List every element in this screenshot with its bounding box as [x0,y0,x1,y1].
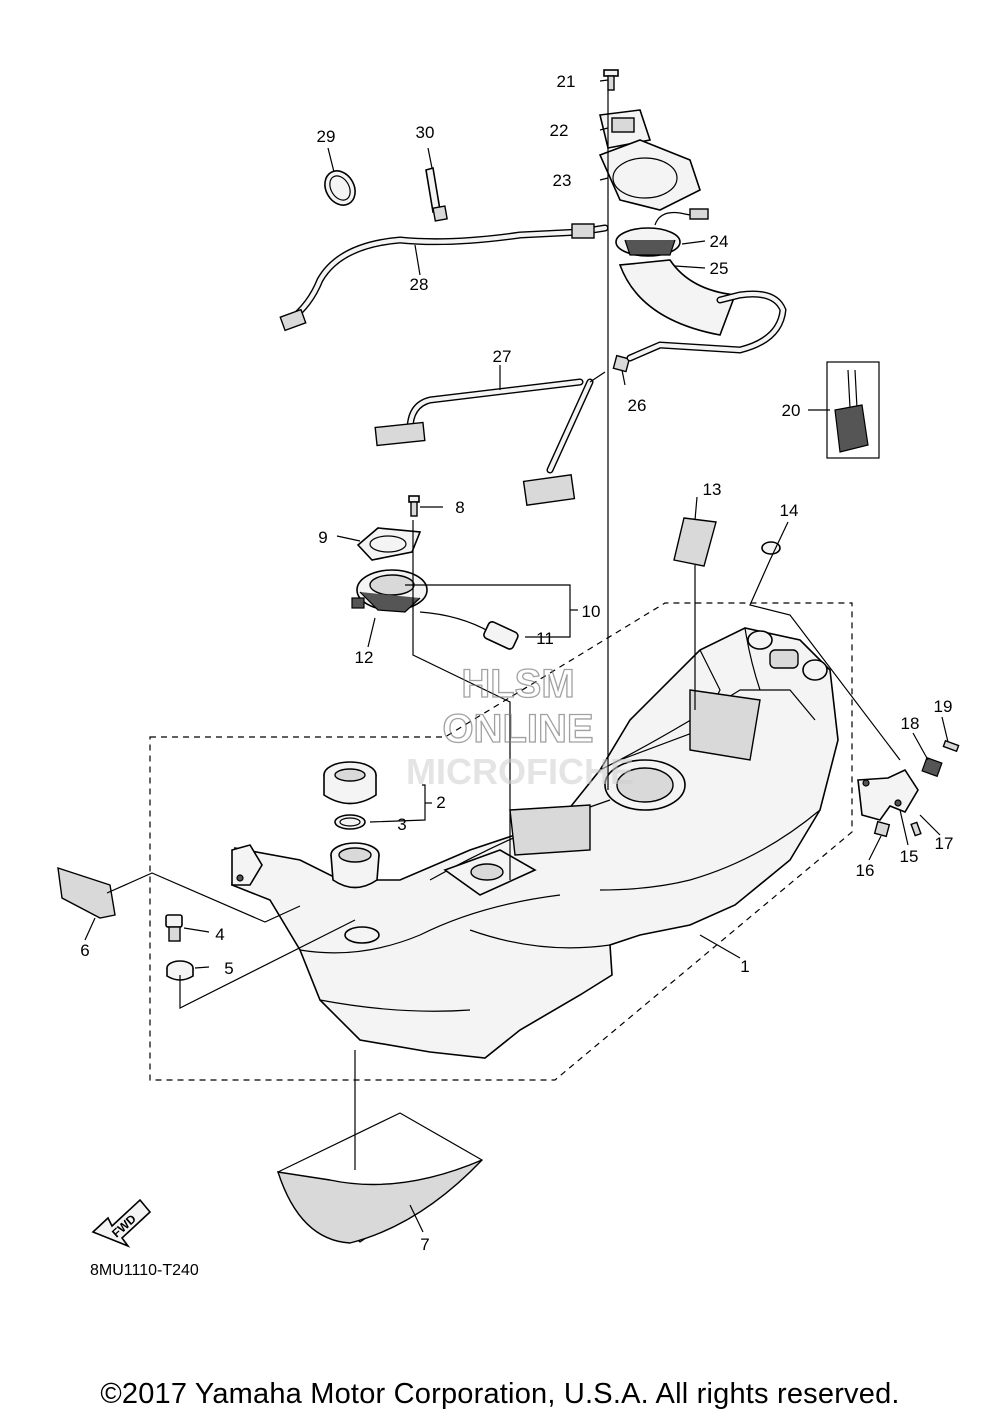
callout-14: 14 [780,501,799,520]
svg-text:HLSM: HLSM [461,662,574,706]
callout-28: 28 [410,275,429,294]
callout-10: 10 [582,602,601,621]
tank-bracket [857,739,960,838]
callout-6: 6 [80,941,89,960]
callout-5: 5 [224,959,233,978]
watermark: HLSM ONLINE MICROFICHE [406,661,634,792]
callout-3: 3 [397,815,406,834]
callout-30: 30 [416,123,435,142]
copyright-notice: ©2017 Yamaha Motor Corporation, U.S.A. A… [100,1378,900,1410]
fuel-pump-relay-box [826,361,880,459]
callout-7: 7 [420,1235,429,1254]
fwd-arrow-badge: FWD [91,1198,152,1248]
fuel-tank-body [231,627,839,1059]
leader-lines [84,79,949,1233]
cap-gasket [334,814,366,830]
callout-23: 23 [553,171,572,190]
bolt-8 [408,495,420,517]
fuel-tank-sensor [673,517,717,567]
callout-20: 20 [782,401,801,420]
callout-12: 12 [355,648,374,667]
hose-clamp-26 [612,354,631,373]
breather-hose-assembly [374,290,787,507]
band-clip [324,170,356,206]
callout-21: 21 [557,72,576,91]
pump-bolt [603,69,619,91]
callout-24: 24 [710,232,729,251]
callout-16: 16 [856,861,875,880]
svg-text:MICROFICHE: MICROFICHE [406,751,634,792]
callout-17: 17 [935,834,954,853]
breather-cap [761,541,781,555]
callout-8: 8 [455,498,464,517]
fuel-pump-assembly [615,208,737,336]
drain-bolt [165,914,183,942]
pump-gasket [598,139,701,211]
callout-26: 26 [628,396,647,415]
callout-4: 4 [215,925,224,944]
fuel-tank-cap [323,761,377,805]
callout-18: 18 [901,714,920,733]
callout-labels: 1 2 3 4 5 6 7 8 9 10 11 12 13 14 15 16 1… [80,72,953,1254]
fuel-sender-unit [351,569,519,650]
callout-15: 15 [900,847,919,866]
callout-25: 25 [710,259,729,278]
callout-22: 22 [550,121,569,140]
svg-text:ONLINE: ONLINE [442,707,593,751]
callout-29: 29 [317,127,336,146]
tank-bottom-pad [276,1112,484,1244]
callout-9: 9 [318,528,327,547]
wire-holder [425,166,448,222]
callout-1: 1 [740,957,749,976]
tank-pad-side [57,866,116,919]
callout-11: 11 [536,629,554,648]
callout-27: 27 [493,347,512,366]
drawing-code: 8MU1110-T240 [90,1262,199,1279]
callout-13: 13 [703,480,722,499]
callout-2: 2 [436,793,445,812]
pump-retainer [599,109,652,149]
callout-19: 19 [934,697,953,716]
fuel-pump-wire-lead [279,223,609,332]
sender-gasket [356,527,422,561]
drain-washer [166,960,194,981]
